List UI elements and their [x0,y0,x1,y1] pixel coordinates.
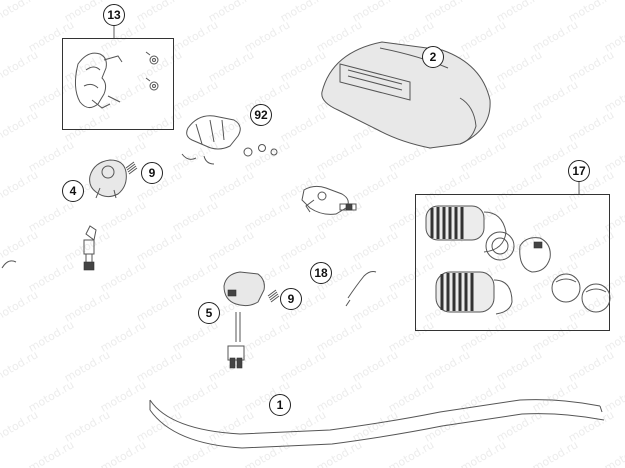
callout-13: 13 [103,4,125,26]
part-92-switch-harness [181,115,278,165]
callout-17: 17 [568,160,590,182]
callout-4: 4 [62,180,84,202]
part-9-spring-lower [267,289,280,303]
part-5-switch [223,271,265,369]
callout-5: 5 [198,302,220,324]
part-13-switch-assembly [74,51,159,109]
callout-9-lower: 9 [280,288,302,310]
lever-bracket [301,185,357,215]
callout-92: 92 [250,104,272,126]
leader-lines [113,26,580,194]
part-17-grips [425,205,611,315]
callout-9-upper: 9 [141,162,163,184]
group-box-17 [415,194,610,331]
part-9-spring-upper [125,161,138,175]
callout-18: 18 [310,262,332,284]
part-4-throttle-housing [89,159,127,199]
cable-fragment-left [1,260,17,269]
part-18-cable [345,271,377,307]
group-box-13 [62,38,174,130]
callout-1: 1 [269,394,291,416]
part-1-handlebar [149,399,605,449]
part-2-handlebar-pad [321,41,491,149]
callout-2: 2 [422,46,444,68]
connector-small [83,225,97,271]
